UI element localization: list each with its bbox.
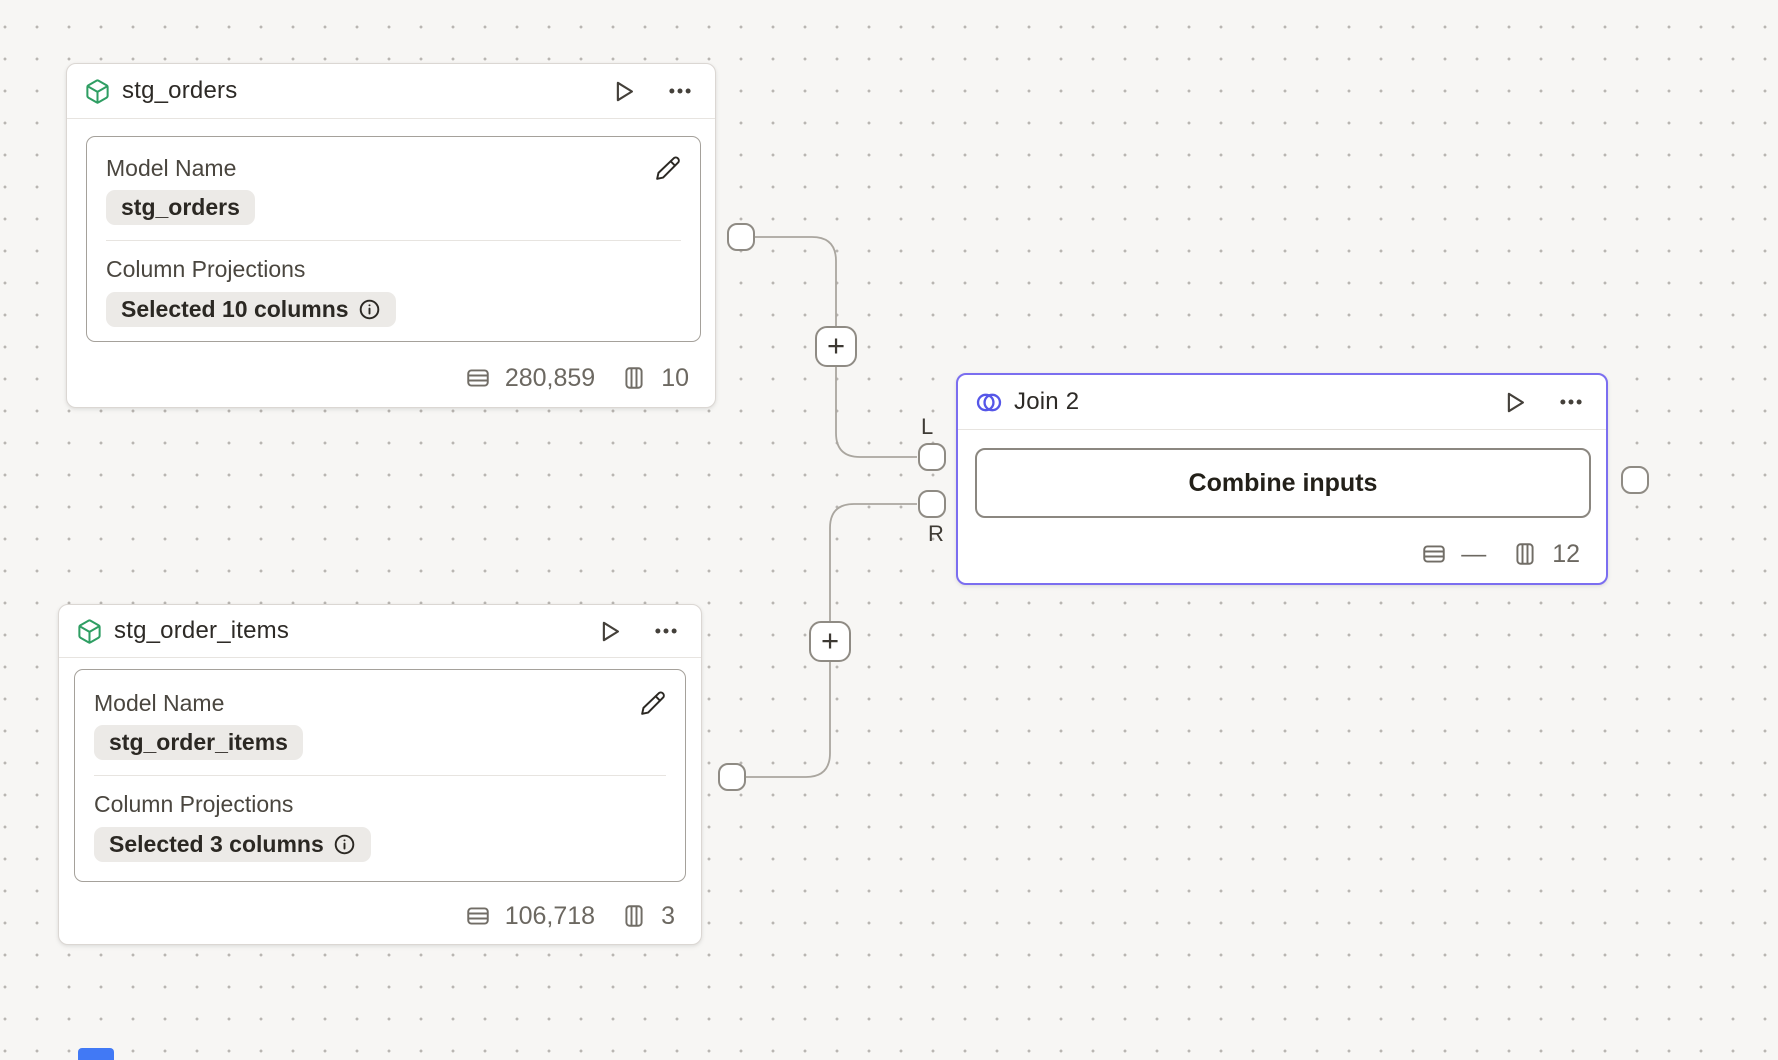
model-name-value: stg_orders (121, 194, 240, 221)
join-output-port[interactable] (1621, 466, 1649, 494)
column-count: 10 (661, 363, 689, 392)
node-header[interactable]: stg_order_items (59, 605, 701, 658)
join-left-input-port[interactable] (918, 443, 946, 471)
column-projections-badge[interactable]: Selected 3 columns (94, 826, 371, 862)
columns-icon (621, 365, 647, 391)
rows-icon (465, 903, 491, 929)
node-config-card[interactable]: Model Name stg_order_items Column Projec… (74, 669, 686, 882)
rows-icon (1421, 541, 1447, 567)
run-node-button[interactable] (1501, 389, 1528, 416)
plus-icon: + (820, 622, 840, 658)
model-name-badge[interactable]: stg_orders (106, 190, 255, 226)
cube-icon (84, 78, 111, 105)
node-title: Join 2 (1014, 388, 1080, 415)
join-right-port-label: R (928, 521, 944, 546)
node-footer: 280,859 10 (67, 349, 715, 407)
column-count-stat: 10 (621, 364, 689, 393)
output-port-stg-orders[interactable] (727, 223, 755, 251)
info-icon[interactable] (333, 833, 356, 856)
column-projections-value: Selected 10 columns (121, 295, 349, 322)
row-count-stat: 106,718 (465, 902, 595, 931)
column-count: 3 (661, 901, 675, 930)
row-count: — (1461, 539, 1487, 568)
join-right-input-port[interactable] (918, 490, 946, 518)
node-menu-button[interactable] (667, 78, 693, 104)
column-projections-value: Selected 3 columns (109, 830, 324, 857)
run-node-button[interactable] (610, 78, 637, 105)
cube-icon (76, 618, 103, 645)
node-menu-button[interactable] (1558, 389, 1584, 415)
edit-pencil-icon[interactable] (640, 690, 666, 716)
join-left-port-label: L (921, 414, 934, 439)
row-count-stat: — (1421, 540, 1486, 569)
node-title: stg_order_items (114, 617, 290, 644)
output-port-stg-order-items[interactable] (718, 763, 746, 791)
row-count: 106,718 (504, 901, 596, 930)
node-footer: 106,718 3 (59, 888, 701, 944)
node-menu-button[interactable] (653, 618, 679, 644)
node-stg-orders[interactable]: stg_orders Model Name (66, 63, 716, 408)
model-name-label: Model Name (106, 155, 237, 181)
rows-icon (465, 365, 491, 391)
column-projections-badge[interactable]: Selected 10 columns (106, 291, 396, 327)
column-projections-label: Column Projections (106, 256, 306, 283)
card-divider (94, 775, 666, 777)
model-name-badge[interactable]: stg_order_items (94, 725, 303, 761)
columns-icon (1512, 541, 1538, 567)
node-join-2[interactable]: Join 2 Combine inputs — (956, 373, 1608, 585)
columns-icon (621, 903, 647, 929)
add-node-button-bottom-edge[interactable]: + (809, 621, 851, 662)
card-divider (106, 240, 681, 242)
column-count: 12 (1552, 539, 1580, 568)
node-config-card[interactable]: Model Name stg_orders Column Projections… (86, 136, 701, 342)
add-node-button-top-edge[interactable]: + (815, 326, 857, 367)
column-projections-label: Column Projections (94, 791, 294, 818)
join-venn-icon (975, 390, 1003, 415)
node-header[interactable]: Join 2 (958, 375, 1606, 430)
edit-pencil-icon[interactable] (655, 155, 681, 181)
column-count-stat: 3 (621, 902, 675, 931)
node-header[interactable]: stg_orders (67, 64, 715, 119)
node-footer: — 12 (958, 525, 1606, 583)
info-icon[interactable] (358, 298, 381, 321)
combine-inputs-button[interactable]: Combine inputs (975, 448, 1591, 518)
plus-icon: + (826, 327, 846, 363)
clipped-blue-element[interactable] (78, 1048, 114, 1060)
node-stg-order-items[interactable]: stg_order_items Model Name (58, 604, 702, 945)
model-name-label: Model Name (94, 690, 225, 716)
row-count-stat: 280,859 (465, 364, 595, 393)
column-count-stat: 12 (1512, 540, 1580, 569)
model-name-value: stg_order_items (109, 729, 288, 756)
run-node-button[interactable] (596, 618, 623, 645)
row-count: 280,859 (504, 363, 596, 392)
node-title: stg_orders (122, 77, 238, 104)
